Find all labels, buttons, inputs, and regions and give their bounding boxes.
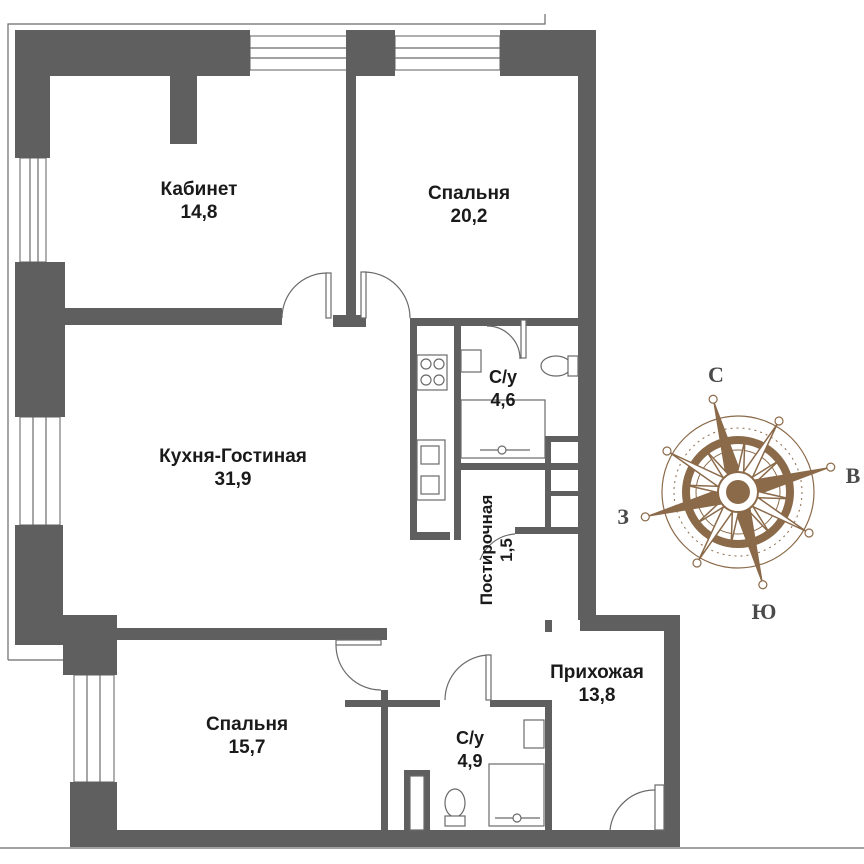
compass-ray-tip [758, 580, 768, 590]
room-area: 15,7 [228, 737, 266, 758]
bath1-toilet [540, 355, 572, 377]
wall-laundry-left [454, 470, 461, 540]
wall-bedroom2-right [381, 690, 388, 830]
wall-left-low [15, 525, 63, 645]
room-label-bedroom1: Спальня 20,2 [428, 182, 510, 228]
compass-outer-ring [661, 415, 815, 569]
bath1-sink [460, 349, 482, 373]
door-bath1 [520, 319, 527, 359]
door-bath2-arc [444, 654, 491, 701]
room-area: 4,9 [457, 751, 483, 771]
compass-south-label: Ю [751, 599, 777, 624]
compass-ray-tip [692, 558, 702, 568]
door-bedroom2 [335, 639, 382, 646]
wall-kitchen-unit-bottom [410, 532, 450, 540]
wall-bedroom2-top [117, 628, 387, 640]
windows [19, 35, 501, 783]
room-name: Спальня [427, 183, 511, 204]
door-bedroom1-arc [363, 271, 411, 319]
pier-study [170, 76, 197, 144]
compass-ray-tip [662, 446, 672, 456]
wall-study-bedroom1 [346, 30, 356, 325]
wall-right-upper [578, 30, 596, 620]
compass-ray-tip [640, 512, 650, 522]
room-name: Кабинет [160, 179, 238, 200]
door-study-arc [281, 272, 328, 319]
door-bedroom1 [360, 271, 367, 319]
wall-bath2-top-left [345, 700, 440, 707]
wall-kitchen-unit [410, 318, 417, 540]
window-study-side [19, 157, 47, 263]
compass-ray-tip [708, 394, 718, 404]
doors [281, 271, 665, 831]
room-name: С/у [455, 728, 485, 748]
compass-north-label: С [708, 362, 724, 387]
bath2-shaft-inner [409, 775, 425, 831]
door-study [325, 272, 332, 319]
wall-bottom [70, 830, 680, 847]
fixtures [416, 349, 579, 827]
door-bedroom2-arc [335, 644, 382, 691]
window-kitchen [19, 416, 61, 526]
compass-ray-tip [804, 528, 814, 538]
wall-bath1-bottom [454, 463, 579, 470]
wall-door-post [333, 315, 366, 327]
room-label-study: Кабинет 14,8 [161, 178, 238, 224]
wall-shaft-3 [545, 491, 579, 496]
room-area: 20,2 [450, 206, 488, 227]
interior-walls [50, 30, 580, 831]
door-entrance [654, 784, 665, 831]
wall-study-bottom [50, 308, 282, 325]
room-name: С/у [488, 367, 518, 387]
wall-shaft-2 [545, 436, 551, 533]
door-entrance-arc [609, 789, 656, 831]
compass-ray-tip [774, 416, 784, 426]
exterior-walls [15, 30, 680, 847]
compass-west-label: З [617, 504, 629, 529]
compass-rose [640, 394, 836, 590]
door-bath1-arc [486, 325, 521, 360]
wall-laundry-bottom [515, 527, 579, 534]
room-area: 31,9 [214, 469, 252, 490]
outer-frame [0, 14, 864, 849]
room-area: 4,6 [490, 390, 516, 410]
wall-corner-bedroom2 [63, 615, 117, 675]
room-label-bedroom2: Спальня 15,7 [206, 713, 288, 759]
room-label-bath2: С/у 4,9 [456, 727, 484, 773]
wall-bath1-left [454, 318, 461, 466]
wall-left-top [15, 30, 50, 158]
room-area: 14,8 [180, 202, 218, 223]
wall-bedroom1-bottom [410, 318, 580, 326]
compass-east-label: В [845, 463, 861, 488]
wall-right-lower [664, 615, 680, 847]
room-label-bath1: С/у 4,6 [489, 366, 517, 412]
room-area: 13,8 [578, 685, 616, 706]
room-label-hall: Прихожая 13,8 [550, 661, 644, 707]
wall-shaft-1 [545, 436, 579, 442]
window-bedroom1 [394, 35, 501, 71]
wall-left-mid [15, 262, 65, 417]
wall-hall-stub [545, 620, 552, 632]
bath2-sink [523, 719, 545, 749]
wall-top-left [15, 30, 250, 76]
wall-left-bottom [70, 782, 117, 847]
compass-ray-tip [826, 462, 836, 472]
door-laundry-arc [479, 533, 516, 561]
window-bedroom2 [73, 674, 115, 783]
room-name: Прихожая [550, 662, 644, 683]
wall-bath2-top-right [490, 700, 552, 707]
room-area-laundry: 1,5 [497, 538, 516, 562]
room-name: Кухня-Гостиная [159, 446, 307, 467]
wall-right-step [580, 615, 680, 631]
wall-bath2-right [545, 700, 552, 830]
bath2-toilet [444, 788, 466, 818]
window-study [249, 35, 348, 71]
door-bath2 [485, 654, 492, 701]
room-name: Спальня [205, 714, 289, 735]
room-name-laundry: Постирочная [477, 494, 496, 606]
room-label-kitchen: Кухня-Гостиная 31,9 [159, 445, 307, 491]
